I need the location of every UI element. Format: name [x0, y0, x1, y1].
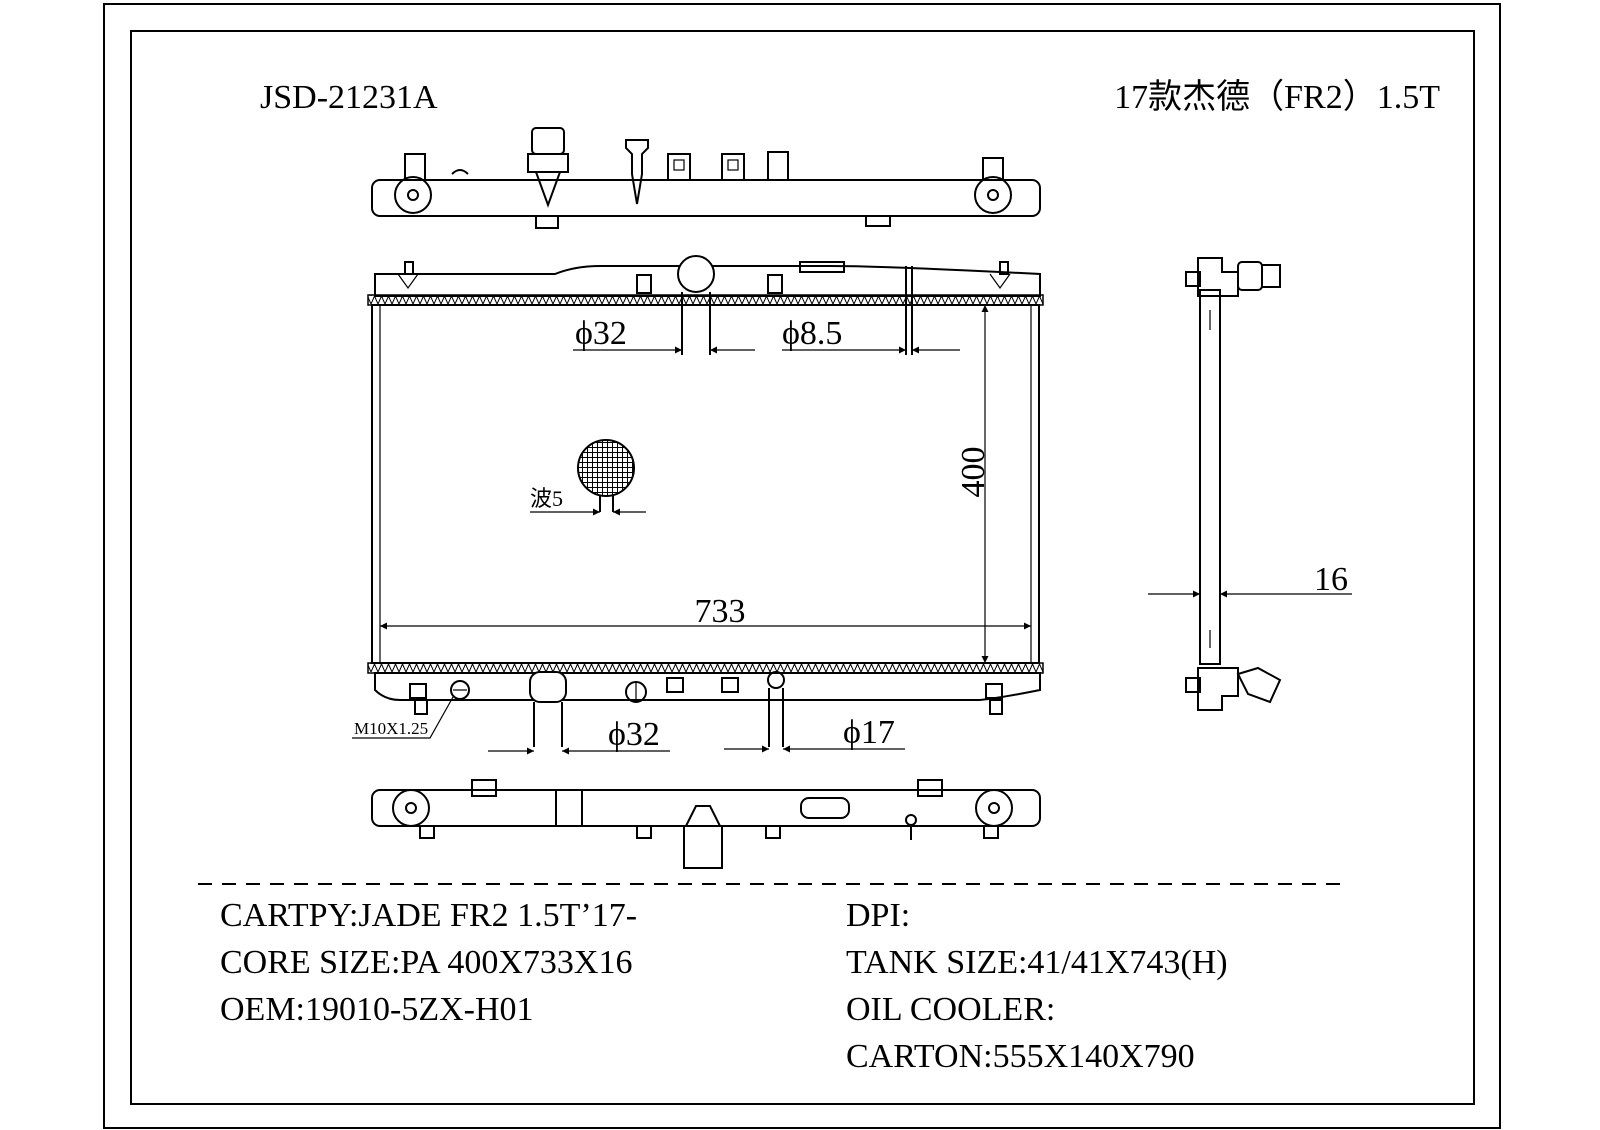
- dim-core-width: 733: [380, 593, 1031, 630]
- dim-small-outlet-label: ϕ17: [843, 714, 895, 751]
- radiator-front-view: [367, 255, 1044, 747]
- dim-small-outlet: ϕ17: [724, 714, 905, 753]
- dim-core-thickness: 16: [1148, 561, 1352, 598]
- spec-oil-cooler: OIL COOLER:: [846, 991, 1055, 1028]
- dim-drain-thread-label: M10X1.25: [354, 719, 428, 738]
- spec-cartpy: CARTPY:JADE FR2 1.5T’17-: [220, 897, 637, 934]
- dim-fin-wave-label: 波5: [530, 486, 563, 511]
- spec-core-size: CORE SIZE:PA 400X733X16: [220, 944, 632, 981]
- dim-core-thickness-label: 16: [1314, 561, 1348, 598]
- dim-outlet-label: ϕ32: [608, 716, 660, 753]
- dim-vent: ϕ8.5: [782, 315, 960, 354]
- part-number: JSD-21231A: [260, 79, 438, 116]
- specs-left: CARTPY:JADE FR2 1.5T’17- CORE SIZE:PA 40…: [220, 897, 637, 1028]
- dim-core-width-label: 733: [695, 593, 746, 630]
- dim-inlet: ϕ32: [573, 315, 755, 354]
- top-tank-top-view: [371, 127, 1041, 229]
- radiator-side-view: [1185, 257, 1282, 711]
- spec-oem: OEM:19010-5ZX-H01: [220, 991, 534, 1028]
- spec-tank-size: TANK SIZE:41/41X743(H): [846, 944, 1228, 981]
- spec-carton: CARTON:555X140X790: [846, 1038, 1195, 1075]
- dim-outlet: ϕ32: [488, 716, 670, 755]
- outer-frame: [103, 3, 1501, 1129]
- model-title: 17款杰德（FR2）1.5T: [1114, 78, 1440, 116]
- inner-frame: [130, 30, 1475, 1105]
- dim-drain-thread: M10X1.25: [352, 696, 454, 739]
- dim-core-height-label: 400: [955, 447, 992, 498]
- bottom-tank-view: [371, 779, 1041, 869]
- dim-vent-label: ϕ8.5: [782, 315, 842, 352]
- dim-inlet-label: ϕ32: [575, 315, 627, 352]
- dim-core-height: 400: [955, 305, 992, 663]
- dim-fin-wave: 波5: [530, 486, 646, 516]
- specs-right: DPI: TANK SIZE:41/41X743(H) OIL COOLER: …: [846, 897, 1228, 1075]
- spec-dpi: DPI:: [846, 897, 910, 934]
